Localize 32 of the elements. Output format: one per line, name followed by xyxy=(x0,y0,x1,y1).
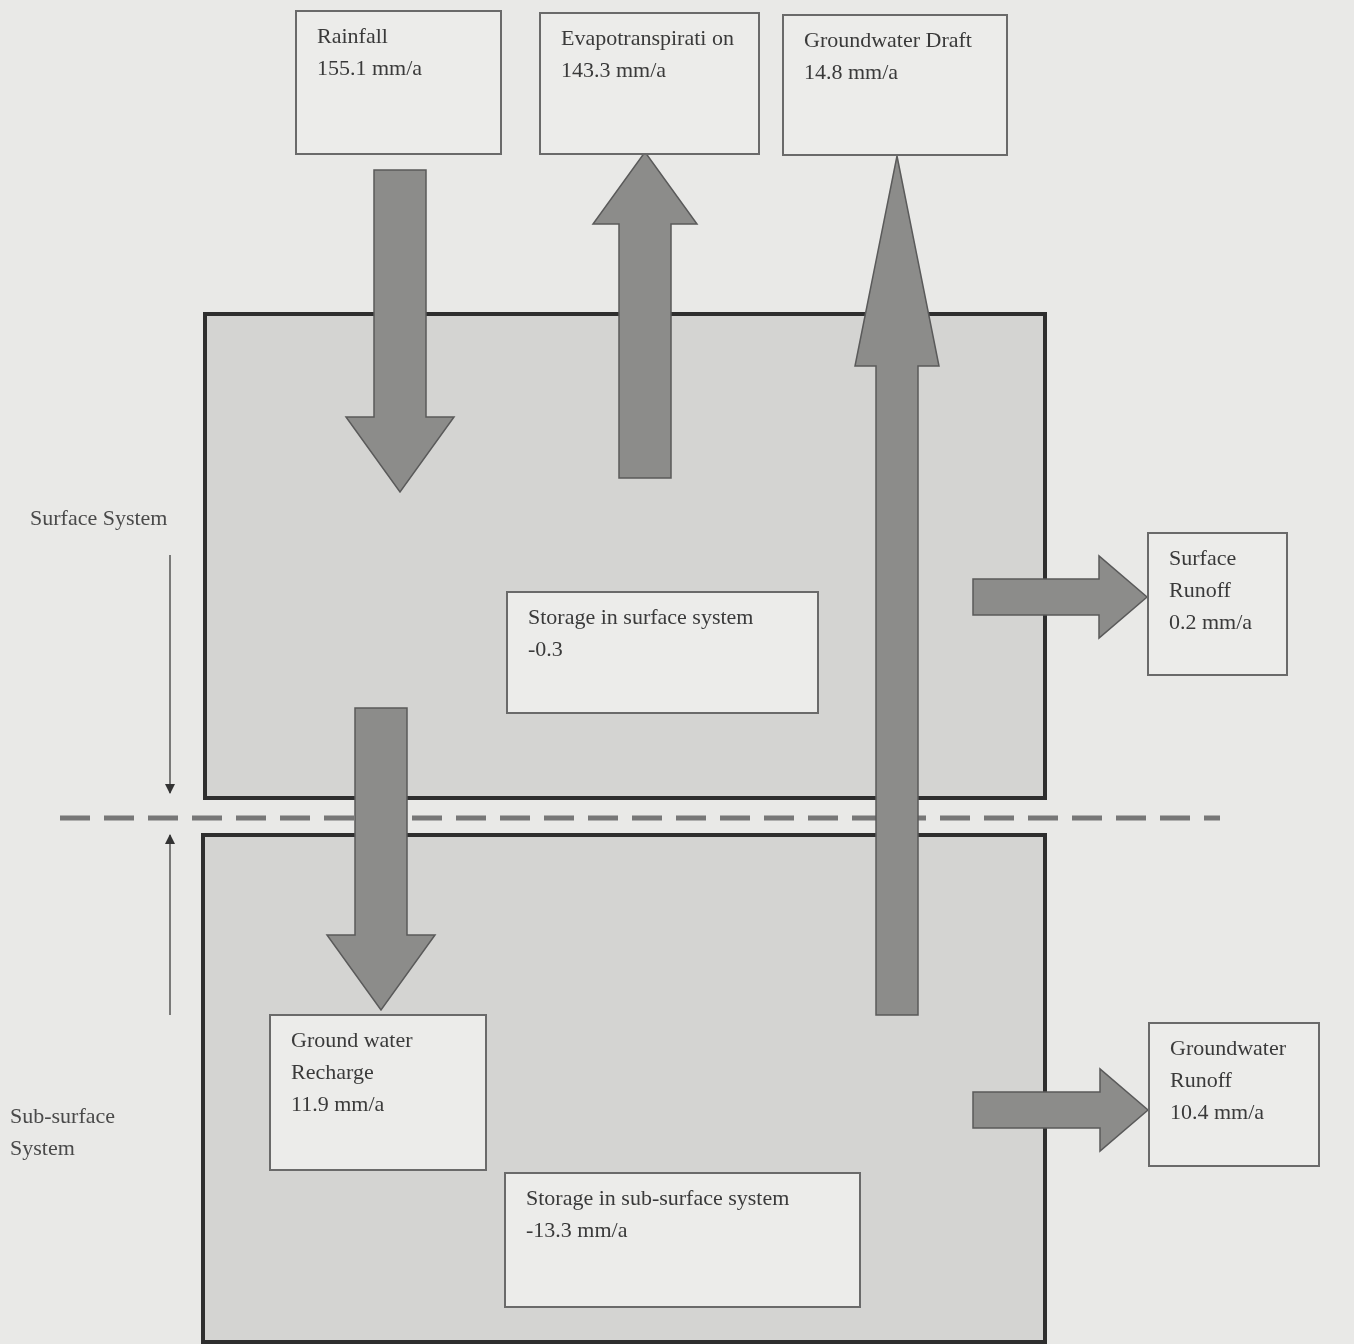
text-box xyxy=(1148,1022,1320,1167)
box-heading: Evapotranspirati on xyxy=(561,24,735,52)
block-arrow xyxy=(325,707,437,1012)
box-value: 143.3 mm/a xyxy=(561,56,668,84)
box-value: 155.1 mm/a xyxy=(317,54,424,82)
text-box xyxy=(539,12,760,155)
box-heading: Storage in surface system xyxy=(528,603,755,631)
text-box xyxy=(1147,532,1288,676)
text-box xyxy=(269,1014,487,1171)
box-value: 0.2 mm/a xyxy=(1169,608,1254,636)
system-label: Sub-surface System xyxy=(10,1102,117,1162)
system-label: Surface System xyxy=(30,504,169,532)
text-box xyxy=(295,10,502,155)
text-box xyxy=(504,1172,861,1308)
box-value: 10.4 mm/a xyxy=(1170,1098,1266,1126)
text-box xyxy=(506,591,819,714)
box-value: 14.8 mm/a xyxy=(804,58,900,86)
system-box xyxy=(201,833,1047,1344)
box-value: 11.9 mm/a xyxy=(291,1090,386,1118)
box-heading: Rainfall xyxy=(317,22,389,50)
box-value: -13.3 mm/a xyxy=(526,1216,629,1244)
box-heading: Groundwater Runoff xyxy=(1170,1034,1288,1094)
block-arrow xyxy=(344,169,456,494)
block-arrow xyxy=(854,155,940,1016)
box-heading: Storage in sub-surface system xyxy=(526,1184,791,1212)
box-value: -0.3 xyxy=(528,635,564,663)
block-arrow xyxy=(972,554,1149,640)
block-arrow xyxy=(972,1067,1150,1153)
text-box xyxy=(782,14,1008,156)
box-heading: Ground water Recharge xyxy=(291,1026,414,1086)
box-heading: Surface Runoff xyxy=(1169,544,1238,604)
box-heading: Groundwater Draft xyxy=(804,26,973,54)
